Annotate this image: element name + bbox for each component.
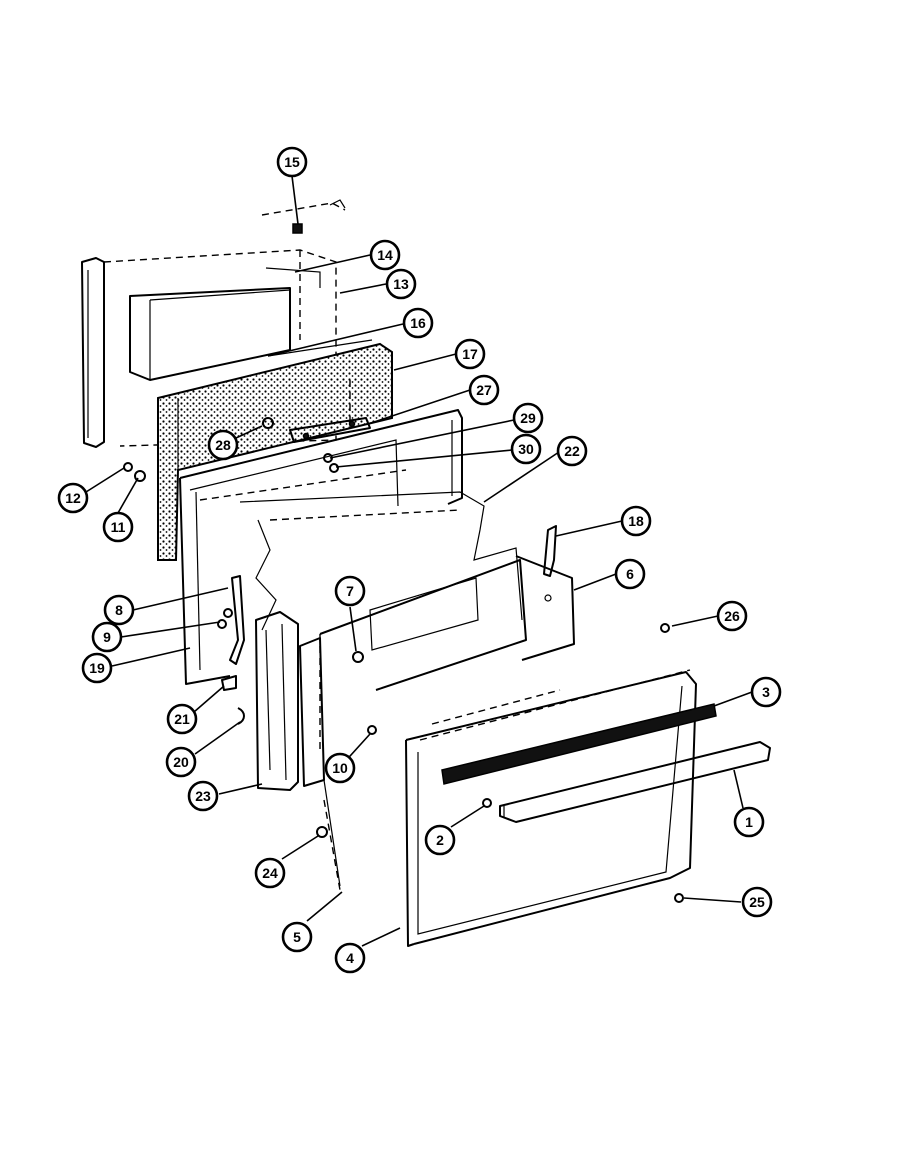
part-17-rim [349, 360, 393, 420]
callout-30: 30 [510, 433, 542, 465]
svg-text:10: 10 [332, 760, 348, 776]
leader-lines [85, 175, 753, 947]
part-24-screw [316, 826, 328, 838]
part-27-bracket [289, 417, 371, 443]
svg-text:22: 22 [564, 443, 580, 459]
svg-text:6: 6 [626, 566, 634, 582]
callout-26: 26 [716, 600, 748, 632]
part-25-screw [674, 893, 684, 903]
svg-text:3: 3 [762, 684, 770, 700]
callout-16: 16 [402, 307, 434, 339]
svg-text:1: 1 [745, 814, 753, 830]
part-28-fastener [262, 417, 274, 429]
callout-13: 13 [385, 268, 417, 300]
svg-text:4: 4 [346, 950, 354, 966]
svg-text:19: 19 [89, 660, 105, 676]
svg-text:29: 29 [520, 410, 536, 426]
svg-text:30: 30 [518, 441, 534, 457]
part-11-12-screws [123, 462, 146, 482]
svg-text:17: 17 [462, 346, 478, 362]
callout-8: 8 [103, 594, 135, 626]
callout-23: 23 [187, 780, 219, 812]
callout-9: 9 [91, 621, 123, 653]
callout-10: 10 [324, 752, 356, 784]
svg-text:8: 8 [115, 602, 123, 618]
svg-text:2: 2 [436, 832, 444, 848]
part-19-inner-panel [179, 409, 463, 685]
part-21-clip [221, 675, 237, 691]
part-23-side-channel [255, 611, 299, 791]
part-8-9-hinge [217, 575, 245, 665]
callout-6: 6 [614, 558, 646, 590]
callout-4: 4 [334, 942, 366, 974]
svg-text:23: 23 [195, 788, 211, 804]
callout-25: 25 [741, 886, 773, 918]
svg-text:28: 28 [215, 437, 231, 453]
callout-1: 1 [733, 806, 765, 838]
callout-27: 27 [468, 374, 500, 406]
part-4-door-frame [405, 669, 697, 947]
callout-11: 11 [102, 511, 134, 543]
callout-20: 20 [165, 746, 197, 778]
callout-5: 5 [281, 921, 313, 953]
callout-29: 29 [512, 402, 544, 434]
callout-7: 7 [334, 575, 366, 607]
callout-14: 14 [369, 239, 401, 271]
part-1-handle [499, 741, 771, 823]
part-26-screw [660, 623, 670, 633]
callout-19: 19 [81, 652, 113, 684]
svg-text:15: 15 [284, 154, 300, 170]
svg-text:5: 5 [293, 929, 301, 945]
svg-text:14: 14 [377, 247, 393, 263]
svg-text:9: 9 [103, 629, 111, 645]
svg-text:12: 12 [65, 490, 81, 506]
part-7-liner [319, 559, 527, 750]
svg-text:24: 24 [262, 865, 278, 881]
part-14-channel [129, 267, 321, 381]
svg-text:11: 11 [111, 519, 126, 535]
svg-text:7: 7 [346, 583, 354, 599]
svg-text:16: 16 [410, 315, 426, 331]
svg-text:27: 27 [476, 382, 492, 398]
part-20-clip [237, 707, 245, 725]
callout-3: 3 [750, 676, 782, 708]
callout-2: 2 [424, 824, 456, 856]
callout-28: 28 [207, 429, 239, 461]
callout-18: 18 [620, 505, 652, 537]
callout-22: 22 [556, 435, 588, 467]
part-10-screw [367, 725, 377, 735]
part-22-glass [239, 491, 523, 631]
svg-text:20: 20 [173, 754, 189, 770]
callout-17: 17 [454, 338, 486, 370]
part-3-trim [441, 703, 717, 785]
callout-24: 24 [254, 857, 286, 889]
svg-text:18: 18 [628, 513, 644, 529]
svg-text:13: 13 [393, 276, 409, 292]
callout-15: 15 [276, 146, 308, 178]
part-5-strip [299, 637, 341, 891]
part-2-screw [482, 798, 492, 808]
svg-text:21: 21 [174, 711, 190, 727]
svg-text:26: 26 [724, 608, 740, 624]
callout-12: 12 [57, 482, 89, 514]
svg-text:25: 25 [749, 894, 765, 910]
callout-21: 21 [166, 703, 198, 735]
part-6-bracket [515, 555, 575, 661]
part-16-insulation [157, 339, 393, 561]
part-15-top-clip [261, 199, 346, 234]
